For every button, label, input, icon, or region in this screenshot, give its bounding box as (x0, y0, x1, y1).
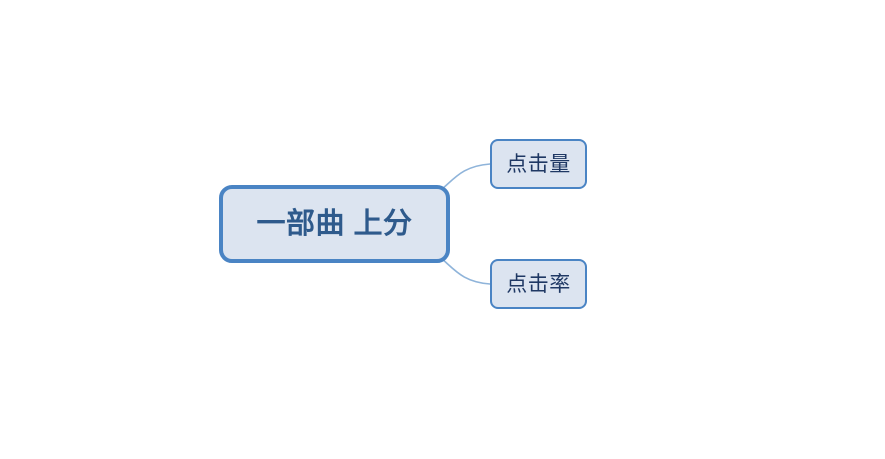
mindmap-child-label-click-volume: 点击量 (506, 152, 571, 176)
mindmap-root-label: 一部曲 上分 (256, 207, 413, 240)
mindmap-child-node-click-volume[interactable]: 点击量 (490, 139, 587, 189)
connector-root-to-点击率 (440, 257, 491, 285)
mindmap-child-node-click-rate[interactable]: 点击率 (490, 259, 587, 309)
connector-root-to-点击量 (440, 163, 491, 191)
mindmap-child-label-click-rate: 点击率 (506, 272, 571, 296)
mindmap-root-node[interactable]: 一部曲 上分 (219, 185, 450, 263)
